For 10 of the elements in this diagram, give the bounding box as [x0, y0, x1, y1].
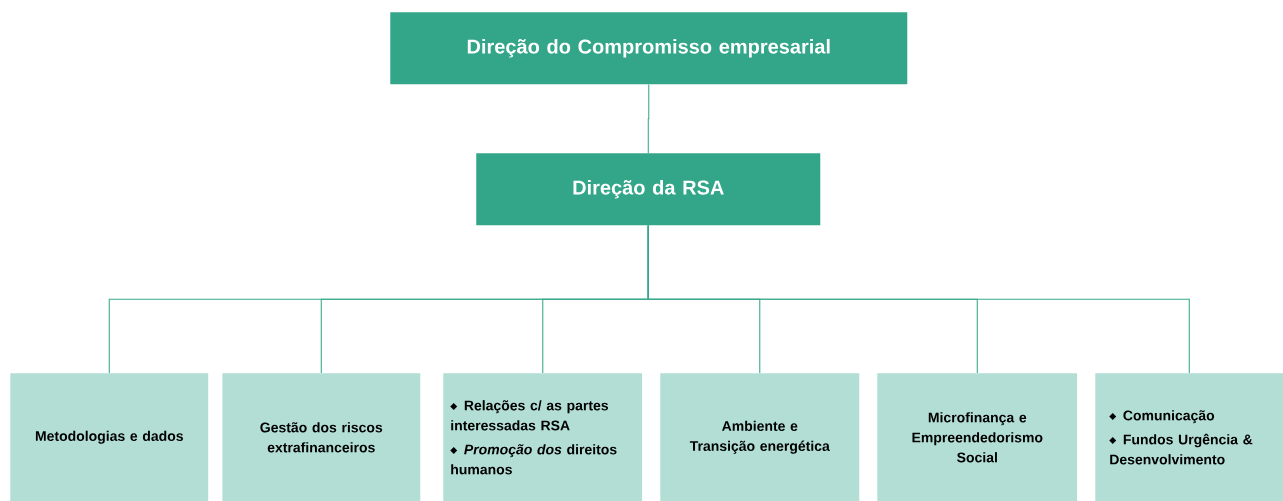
- unit-box: Comunicação Fundos Urgência & Desenvolvimento: [1095, 373, 1283, 501]
- unit-box: Gestão dos riscos extrafinanceiros: [222, 373, 421, 501]
- unit-box: Metodologias e dados: [10, 373, 209, 501]
- connector-line: [647, 84, 650, 154]
- unit-box: Microfinança e Empreendedorismo Social: [877, 373, 1078, 501]
- unit-box: Ambiente e Transição energética: [660, 373, 860, 501]
- department-box: Direção do Compromisso empresarial: [390, 12, 908, 85]
- connector-line: [647, 225, 1190, 374]
- unit-box: Relações c/ as partes interessadas RSA Promoção dos direitos humanos: [443, 373, 643, 501]
- department-box: Direção da RSA: [476, 153, 821, 226]
